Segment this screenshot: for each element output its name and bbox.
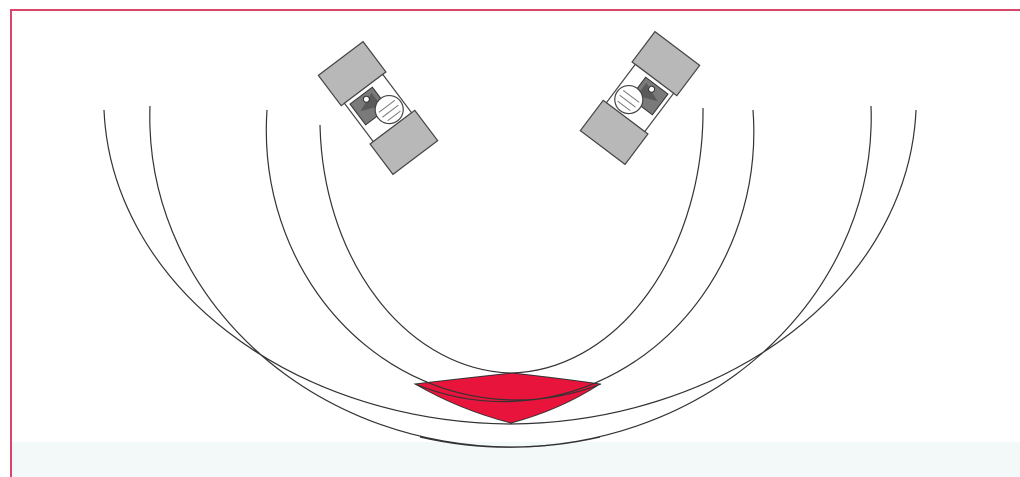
left-inner-ring-arc (266, 110, 601, 400)
left-satellite-icon (318, 42, 437, 175)
overlap-region (415, 373, 600, 423)
right-satellite-icon (580, 32, 699, 165)
outer-right-ring (511, 110, 916, 424)
right-inner-ring-arc (415, 110, 754, 402)
left-satellite-ring-a (320, 125, 511, 373)
outer-left-ring (104, 110, 511, 424)
